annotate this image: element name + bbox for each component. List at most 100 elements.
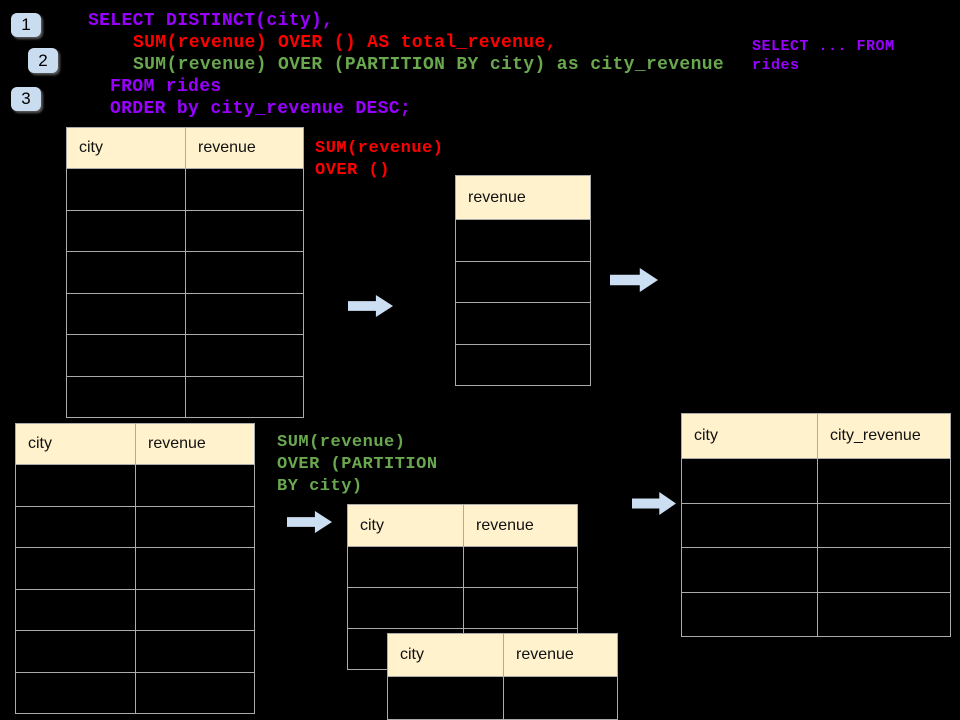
table-cell	[16, 588, 136, 630]
sql-line-select-distinct: SELECT DISTINCT(city),	[88, 11, 334, 31]
table-cell	[388, 676, 504, 719]
table-cell	[16, 464, 136, 506]
annotation-sum-over-total: SUM(revenue) OVER ()	[315, 139, 444, 180]
table-row	[67, 334, 303, 376]
table-cell	[682, 547, 818, 592]
sql-line-city-revenue: SUM(revenue) OVER (PARTITION BY city) as…	[133, 55, 725, 75]
table-row	[456, 219, 590, 261]
column-header: revenue	[464, 505, 577, 546]
table-row	[456, 260, 590, 302]
table-cell	[67, 375, 186, 417]
table-cell	[186, 209, 303, 251]
table-row	[388, 676, 617, 719]
table-row	[67, 209, 303, 251]
sql-line-from-rides: FROM rides	[110, 77, 222, 97]
table-cell	[682, 502, 818, 547]
sql-line-order-by: ORDER by city_revenue DESC;	[110, 99, 412, 119]
column-header: revenue	[456, 176, 590, 219]
table-cell	[67, 292, 186, 334]
flow-arrow-icon	[348, 295, 393, 317]
table-cell	[456, 343, 590, 385]
table-cell	[682, 458, 818, 503]
step-badge-2: 2	[28, 48, 58, 73]
column-header: revenue	[136, 424, 254, 464]
table-cell	[456, 260, 590, 302]
table-row	[682, 458, 950, 503]
table-row	[682, 547, 950, 592]
table-cell	[186, 334, 303, 376]
table-cell	[16, 630, 136, 672]
column-header: city	[348, 505, 464, 546]
table-cell	[136, 630, 254, 672]
column-header: revenue	[504, 634, 617, 676]
table-cell	[67, 251, 186, 293]
table-cell	[16, 505, 136, 547]
corner-note-select-from-rides: SELECT ... FROM rides	[752, 38, 895, 74]
flow-arrow-icon	[287, 511, 332, 533]
table-row	[348, 587, 577, 628]
table-cell	[456, 219, 590, 261]
table-cell	[456, 302, 590, 344]
table-cell	[67, 209, 186, 251]
column-header: city	[16, 424, 136, 464]
table-cell	[16, 547, 136, 589]
step-badge-1: 1	[11, 13, 41, 37]
column-header: revenue	[186, 128, 303, 168]
table-row	[67, 292, 303, 334]
table-cell	[186, 168, 303, 210]
table-cell	[186, 375, 303, 417]
table-cell	[136, 505, 254, 547]
table-cell	[16, 671, 136, 713]
table-cell	[136, 547, 254, 589]
table-cell	[464, 587, 577, 628]
table-row	[348, 546, 577, 587]
sql-line-total-revenue: SUM(revenue) OVER () AS total_revenue,	[133, 33, 557, 53]
table-row	[16, 671, 254, 713]
table-cell	[136, 671, 254, 713]
table-row	[67, 251, 303, 293]
table-row	[16, 630, 254, 672]
column-header: city	[388, 634, 504, 676]
flow-arrow-icon	[632, 492, 676, 515]
step-badge-3: 3	[11, 87, 41, 111]
table-row	[16, 588, 254, 630]
table-cell	[818, 458, 950, 503]
table-cell	[682, 591, 818, 636]
table-cell	[348, 546, 464, 587]
table-cell	[504, 676, 617, 719]
table-cell	[186, 251, 303, 293]
table-row	[456, 343, 590, 385]
table-cell	[67, 334, 186, 376]
table-row	[16, 505, 254, 547]
flow-arrow-icon	[610, 268, 658, 292]
table-cell	[136, 588, 254, 630]
table-cell	[818, 591, 950, 636]
table-cell	[186, 292, 303, 334]
table-row	[682, 502, 950, 547]
column-header: city	[67, 128, 186, 168]
table-row	[67, 375, 303, 417]
table-cell	[348, 587, 464, 628]
annotation-sum-over-partition: SUM(revenue) OVER (PARTITION BY city)	[277, 433, 438, 496]
table-header-row: revenue	[456, 176, 590, 219]
table-cell	[464, 546, 577, 587]
table-cell	[818, 547, 950, 592]
table-row	[456, 302, 590, 344]
table-cell	[67, 168, 186, 210]
table-row	[16, 547, 254, 589]
table-row	[67, 168, 303, 210]
column-header: city_revenue	[818, 414, 950, 458]
table-row	[682, 591, 950, 636]
table-row	[16, 464, 254, 506]
table-cell	[136, 464, 254, 506]
